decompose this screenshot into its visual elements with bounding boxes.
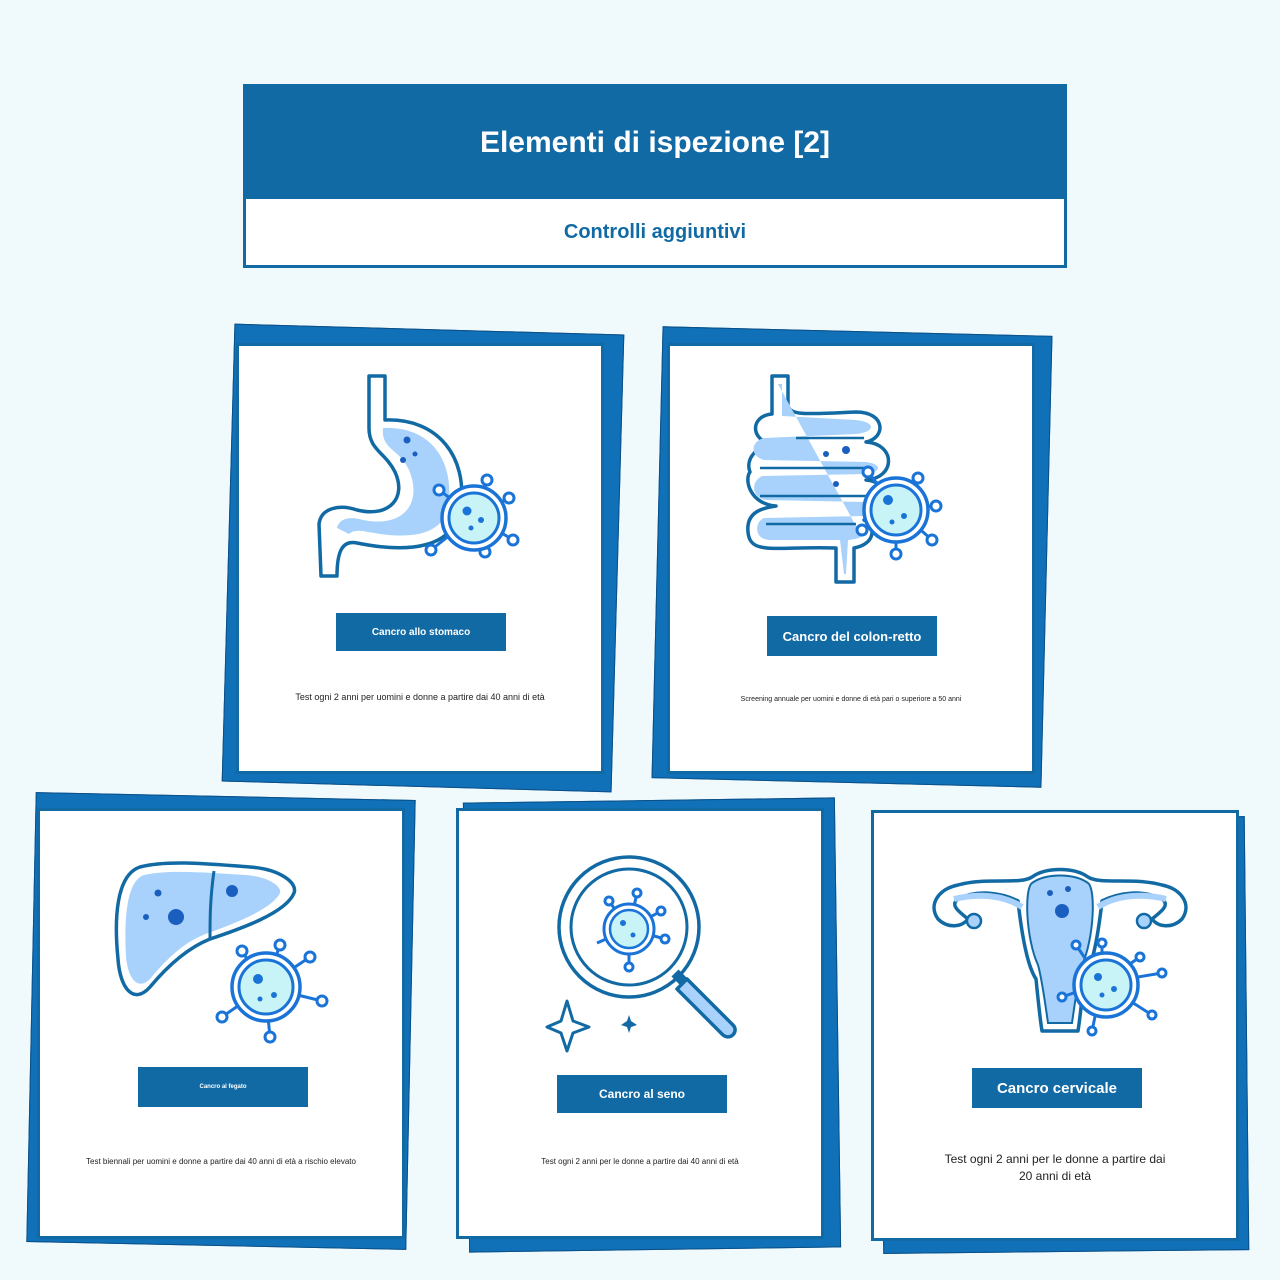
card-body: Cancro allo stomaco Test ogni 2 anni per… [236,343,604,774]
card-breast: Cancro al seno Test ogni 2 anni per le d… [456,797,842,1253]
card-description: Test ogni 2 anni per uomini e donne a pa… [295,692,545,702]
card-body: Cancro al fegato Test biennali per uomin… [37,808,405,1239]
card-label: Cancro al seno [557,1075,727,1113]
card-label: Cancro al fegato [138,1067,308,1107]
page-subtitle: Controlli aggiuntivi [563,220,747,243]
card-label: Cancro cervicale [972,1068,1142,1108]
card-description: Test ogni 2 anni per le donne a partire … [541,1157,739,1166]
card-body: Cancro al seno Test ogni 2 anni per le d… [456,808,824,1239]
uterus-virus-icon [932,867,1188,1037]
page-title: Elementi di ispezione [2] [246,87,1064,199]
stomach-virus-icon [317,374,520,578]
intestine-virus-icon [746,374,943,584]
card-description: Test biennali per uomini e donne a parti… [86,1157,356,1166]
card-cervical: Cancro cervicale Test ogni 2 anni per le… [871,810,1250,1254]
card-stomach: Cancro allo stomaco Test ogni 2 anni per… [221,323,625,793]
card-body: Cancro cervicale Test ogni 2 anni per le… [871,810,1239,1241]
header-box: Elementi di ispezione [2] Controlli aggi… [243,84,1067,268]
card-description: Screening annuale per uomini e donne di … [740,696,962,703]
liver-virus-icon [114,861,329,1044]
card-description: Test ogni 2 anni per le donne a partire … [944,1152,1166,1183]
card-liver: Cancro al fegato Test biennali per uomin… [26,792,416,1250]
card-body: Cancro del colon-retto Screening annuale… [667,343,1035,774]
magnifier-virus-icon [545,855,737,1053]
card-label: Cancro allo stomaco [336,613,506,651]
card-label: Cancro del colon-retto [767,616,937,656]
card-colon: Cancro del colon-retto Screening annuale… [651,326,1053,788]
